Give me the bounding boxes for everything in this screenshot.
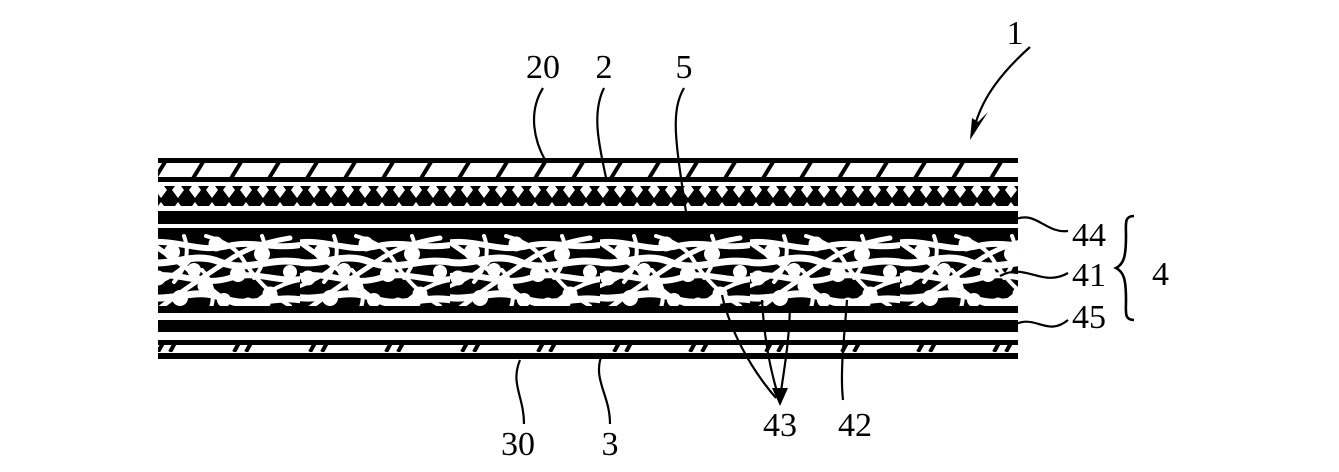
leader-41 bbox=[999, 270, 1069, 279]
label-3: 3 bbox=[602, 426, 619, 463]
label-4: 4 bbox=[1152, 256, 1169, 293]
figure-labels: 1 20 2 5 44 41 45 4 43 42 30 3 bbox=[501, 15, 1169, 463]
layer-2-woven bbox=[158, 186, 1018, 206]
arrowhead-1 bbox=[970, 112, 988, 140]
brace-group-4 bbox=[1113, 214, 1135, 322]
layer-42-lower-solid-bar bbox=[158, 320, 1018, 332]
leader-1-arrow-shaft bbox=[974, 46, 1031, 123]
leader-42 bbox=[840, 299, 849, 401]
arrowheads bbox=[772, 112, 988, 406]
label-45: 45 bbox=[1072, 299, 1106, 336]
label-41: 41 bbox=[1072, 257, 1106, 294]
label-44: 44 bbox=[1072, 217, 1106, 254]
label-20: 20 bbox=[526, 49, 560, 86]
layer-20-top-hatched bbox=[158, 158, 1018, 182]
label-30: 30 bbox=[501, 426, 535, 463]
leader-30 bbox=[515, 359, 526, 425]
leader-3 bbox=[597, 353, 612, 425]
label-2: 2 bbox=[596, 49, 613, 86]
leader-43a bbox=[720, 294, 777, 399]
leader-45 bbox=[1011, 319, 1069, 328]
layer-stack bbox=[158, 158, 1018, 359]
layer-41-fibrous-core bbox=[158, 234, 1018, 310]
label-5: 5 bbox=[676, 49, 693, 86]
label-42: 42 bbox=[838, 407, 872, 444]
leader-lines bbox=[515, 46, 1069, 425]
arrowhead-43 bbox=[772, 388, 788, 406]
leader-5 bbox=[674, 87, 688, 213]
leader-44 bbox=[1011, 216, 1069, 233]
leader-20 bbox=[532, 87, 546, 161]
layer-44-core-upper-edge bbox=[158, 228, 1018, 235]
layer-5-solid-bar bbox=[158, 211, 1018, 224]
layer-45-core-lower-edge bbox=[158, 306, 1018, 313]
label-1: 1 bbox=[1007, 15, 1024, 52]
label-43: 43 bbox=[763, 407, 797, 444]
layer-3-bottom-slash bbox=[158, 340, 1018, 359]
leader-2 bbox=[596, 87, 609, 183]
